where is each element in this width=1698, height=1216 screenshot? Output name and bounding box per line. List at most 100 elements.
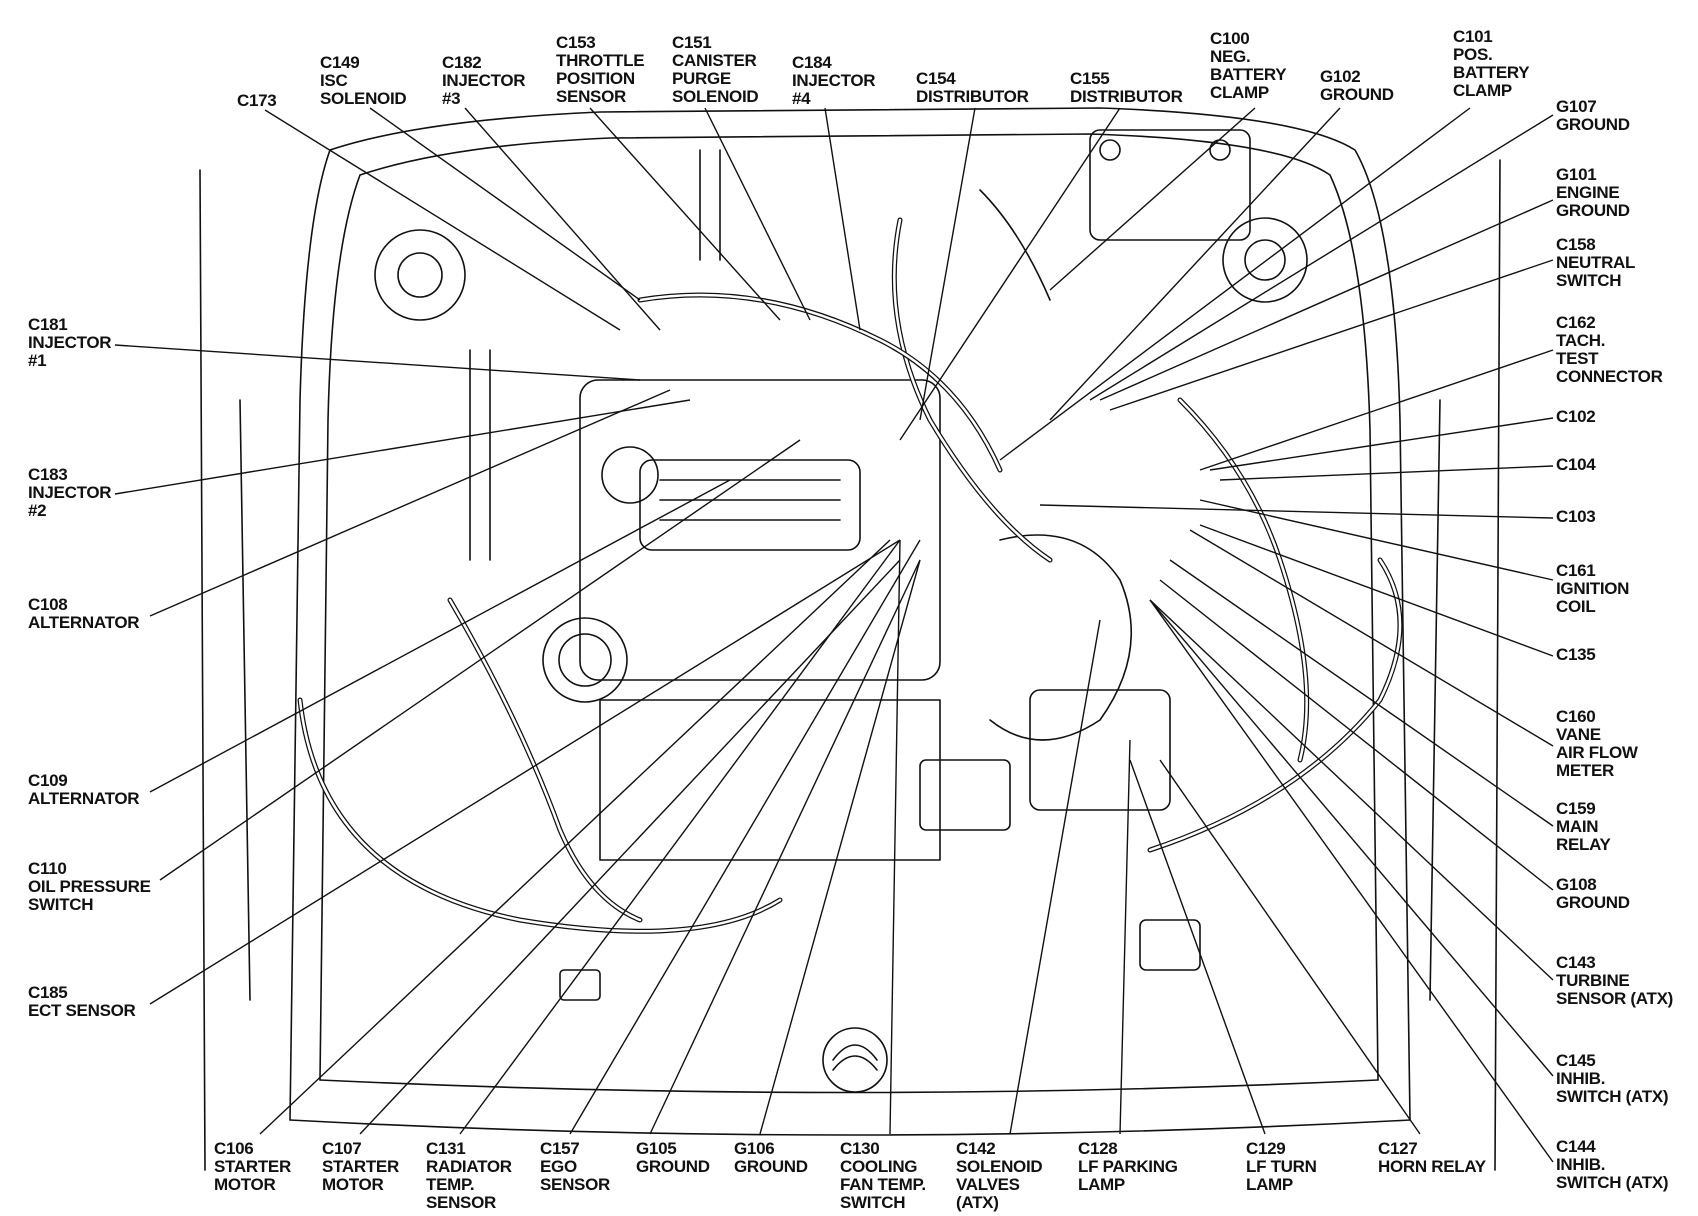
label-line: FAN TEMP.	[840, 1175, 926, 1194]
label-line: G107	[1556, 97, 1597, 116]
callout-c185: C185 ECT SENSOR	[28, 984, 136, 1020]
air-duct	[989, 534, 1133, 741]
label-line: SENSOR	[540, 1175, 610, 1194]
leader-line-c160	[1189, 529, 1554, 747]
callout-c142: C142 SOLENOID VALVES (ATX)	[956, 1140, 1043, 1212]
label-line: GROUND	[1320, 85, 1394, 104]
callout-c145: C145 INHIB. SWITCH (ATX)	[1556, 1052, 1669, 1106]
label-line: #4	[792, 89, 811, 108]
callout-g107: G107 GROUND	[1556, 98, 1630, 134]
leader-line-c144	[1149, 599, 1554, 1163]
callout-c107: C107 STARTER MOTOR	[322, 1140, 399, 1194]
leader-line-c127	[1159, 759, 1421, 1135]
label-line: C106	[214, 1139, 254, 1158]
label-line: SENSOR (ATX)	[1556, 989, 1673, 1008]
label-line: ISC	[320, 71, 348, 90]
leader-line-c161	[1199, 499, 1554, 581]
leader-line-g102	[1049, 107, 1341, 421]
label-line: SWITCH	[840, 1193, 906, 1212]
label-line: MOTOR	[214, 1175, 276, 1194]
label-line: C102	[1556, 407, 1596, 426]
label-line: OIL PRESSURE	[28, 877, 151, 896]
label-line: C149	[320, 53, 360, 72]
callout-c106: C106 STARTER MOTOR	[214, 1140, 291, 1194]
label-line: C101	[1453, 27, 1493, 46]
callout-c130: C130 COOLING FAN TEMP. SWITCH	[840, 1140, 926, 1212]
leader-line-c157	[569, 539, 921, 1135]
leader-line-c153	[589, 107, 781, 321]
battery	[1089, 129, 1251, 241]
leader-line-c100	[1049, 107, 1256, 291]
leader-line-g108	[1159, 579, 1554, 891]
leader-line-c185	[149, 539, 901, 1005]
callout-g108: G108 GROUND	[1556, 876, 1630, 912]
callout-c109: C109 ALTERNATOR	[28, 772, 140, 808]
label-line: METER	[1556, 761, 1615, 780]
label-line: INHIB.	[1556, 1069, 1606, 1088]
label-line: C185	[28, 983, 68, 1002]
label-line: SOLENOID	[672, 87, 759, 106]
label-line: G108	[1556, 875, 1597, 894]
label-line: CANISTER	[672, 51, 757, 70]
valve-cover	[639, 459, 861, 551]
bumper	[289, 1119, 1411, 1136]
label-line: (ATX)	[956, 1193, 999, 1212]
callout-c104: C104	[1556, 456, 1596, 474]
hood-outline	[289, 107, 1411, 1121]
leader-line-c143	[1149, 599, 1554, 981]
callout-c143: C143 TURBINE SENSOR (ATX)	[1556, 954, 1673, 1008]
label-line: GROUND	[1556, 201, 1630, 220]
label-line: C110	[28, 859, 67, 878]
leader-line-c149	[369, 107, 641, 301]
label-line: TEMP.	[426, 1175, 475, 1194]
label-line: TACH.	[1556, 331, 1606, 350]
leader-line-c162	[1199, 349, 1554, 471]
label-line: LAMP	[1078, 1175, 1125, 1194]
callout-c160: C160 VANE AIR FLOW METER	[1556, 708, 1638, 780]
callout-g105: G105 GROUND	[636, 1140, 710, 1176]
callout-g106: G106 GROUND	[734, 1140, 808, 1176]
label-line: C181	[28, 315, 68, 334]
leader-line-c109	[149, 479, 731, 793]
label-line: GROUND	[636, 1157, 710, 1176]
label-line: NEUTRAL	[1556, 253, 1636, 272]
leader-line-c129	[1129, 759, 1266, 1135]
label-line: AIR FLOW	[1556, 743, 1638, 762]
label-line: #2	[28, 501, 47, 520]
leader-line-g105	[649, 559, 921, 1135]
callout-c182: C182 INJECTOR #3	[442, 54, 526, 108]
label-line: NEG.	[1210, 47, 1251, 66]
callout-c158: C158 NEUTRAL SWITCH	[1556, 236, 1635, 290]
leader-line-c184	[824, 107, 861, 331]
label-line: SWITCH (ATX)	[1556, 1087, 1669, 1106]
label-line: GROUND	[1556, 115, 1630, 134]
hood-outline-inner	[319, 133, 1379, 1081]
label-line: TURBINE	[1556, 971, 1630, 990]
label-line: ENGINE	[1556, 183, 1620, 202]
callout-c162: C162 TACH. TEST CONNECTOR	[1556, 314, 1663, 386]
label-line: POSITION	[556, 69, 635, 88]
label-line: C107	[322, 1139, 362, 1158]
left-strut-tower	[374, 229, 466, 321]
mercury-emblem	[822, 1027, 888, 1093]
callout-c155: C155 DISTRIBUTOR	[1070, 70, 1183, 106]
label-line: COIL	[1556, 597, 1596, 616]
label-line: IGNITION	[1556, 579, 1630, 598]
label-line: CLAMP	[1453, 81, 1512, 100]
label-line: C153	[556, 33, 596, 52]
label-line: STARTER	[214, 1157, 291, 1176]
leader-line-c131	[459, 539, 901, 1135]
callout-c101: C101 POS. BATTERY CLAMP	[1453, 27, 1530, 100]
label-line: C154	[916, 69, 956, 88]
fill-cap	[601, 446, 659, 504]
label-line: SOLENOID	[956, 1157, 1043, 1176]
callout-c103: C103	[1556, 508, 1596, 526]
fender-left	[199, 169, 206, 1171]
engine-block	[579, 379, 941, 681]
leader-line-c104	[1219, 465, 1554, 481]
label-line: SENSOR	[426, 1193, 496, 1212]
leader-line-c155	[899, 107, 1121, 441]
label-line: COOLING	[840, 1157, 918, 1176]
callout-c131: C131 RADIATOR TEMP. SENSOR	[426, 1140, 512, 1212]
